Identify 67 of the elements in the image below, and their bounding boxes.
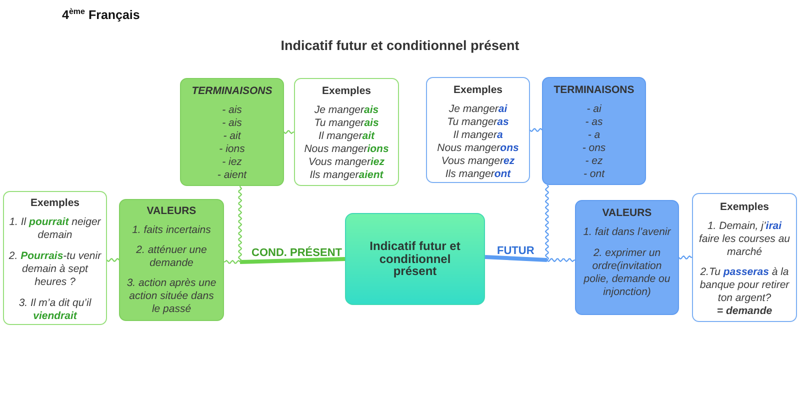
card-text: Je mangerais xyxy=(314,104,379,117)
card-heading: VALEURS xyxy=(602,206,652,220)
wavy-connector xyxy=(678,255,692,260)
topic-card xyxy=(119,199,224,321)
card-text: 1. Demain, j’irai faire les courses au marché xyxy=(698,220,792,259)
card-text: Vous mangeriez xyxy=(308,156,385,169)
card-heading: Exemples xyxy=(453,83,503,97)
card-heading: TERMINAISONS xyxy=(192,84,272,98)
branch-label: COND. PRÉSENT xyxy=(240,245,342,261)
topic-card xyxy=(542,77,646,185)
card-text: - ait xyxy=(223,130,241,143)
card-text: Ils mangeraient xyxy=(310,169,384,182)
card-text: 2. Pourrais-tu venir demain à sept heures ? xyxy=(8,250,102,289)
wavy-connector xyxy=(544,184,549,260)
example-card xyxy=(692,193,797,322)
branch-line xyxy=(240,257,346,264)
card-text: - aient xyxy=(217,169,247,182)
branch-label: FUTUR xyxy=(492,243,547,259)
card-text: - iez xyxy=(222,156,242,169)
header-text: 4$^{ème}$ Français xyxy=(62,7,140,23)
card-text: - ont xyxy=(583,168,604,181)
card-text: - as xyxy=(585,116,603,129)
card-text: - ez xyxy=(585,155,603,168)
card-text: 3. Il m’a dit qu’il viendrait xyxy=(18,297,92,323)
wavy-connector xyxy=(106,258,120,262)
card-text: 2. atténuer une demande xyxy=(135,244,208,270)
card-text: - ons xyxy=(582,142,606,155)
example-card xyxy=(3,191,107,325)
example-card xyxy=(294,78,399,186)
card-text: Il mangera xyxy=(453,129,503,142)
card-text: Nous mangerions xyxy=(304,143,389,156)
wavy-connector xyxy=(238,186,242,262)
card-text: - ais xyxy=(222,104,242,117)
card-text: 1. fait dans l’avenir xyxy=(583,226,671,239)
wavy-connector xyxy=(530,128,542,132)
diagram-title: Indicatif futur et conditionnel présent xyxy=(280,37,520,54)
wavy-connector xyxy=(284,130,294,134)
card-text: Tu mangeras xyxy=(447,116,509,129)
card-text: - ais xyxy=(222,117,242,130)
card-text: - ai xyxy=(586,103,602,116)
card-text: Tu mangerais xyxy=(314,117,379,130)
card-text: 3. action après une action située dans le passé xyxy=(126,277,218,316)
card-text: - a xyxy=(588,129,600,142)
card-text: 1. Il pourrait neiger demain xyxy=(8,216,102,242)
card-text: Vous mangerez xyxy=(441,155,515,168)
card-text: Nous mangerons xyxy=(437,142,519,155)
card-heading: Exemples xyxy=(30,196,80,210)
card-text: Je mangerai xyxy=(448,103,508,116)
card-text: Ils mangeront xyxy=(445,168,511,181)
example-card xyxy=(426,77,530,183)
wavy-connector xyxy=(546,258,576,262)
card-text: = demande xyxy=(716,305,772,318)
card-text: 2. exprimer un ordre(invitation polie, demande ou injonction) xyxy=(582,247,672,299)
card-heading: VALEURS xyxy=(146,204,196,218)
card-text: 2.Tu passeras à la banque pour retirer ton argent? xyxy=(698,266,790,305)
card-text: - ions xyxy=(219,143,245,156)
branch-line xyxy=(484,255,548,262)
topic-card xyxy=(575,200,679,315)
card-text: Il mangerait xyxy=(318,130,375,143)
card-text: 1. faits incertains xyxy=(132,224,211,237)
card-heading: Exemples xyxy=(322,84,372,98)
card-heading: TERMINAISONS xyxy=(554,83,634,97)
central-topic-box xyxy=(345,213,485,305)
wavy-connector xyxy=(224,260,240,264)
card-heading: Exemples xyxy=(720,200,770,214)
topic-card xyxy=(180,78,284,186)
topic-title: Indicatif futur et conditionnel présent xyxy=(368,240,462,278)
